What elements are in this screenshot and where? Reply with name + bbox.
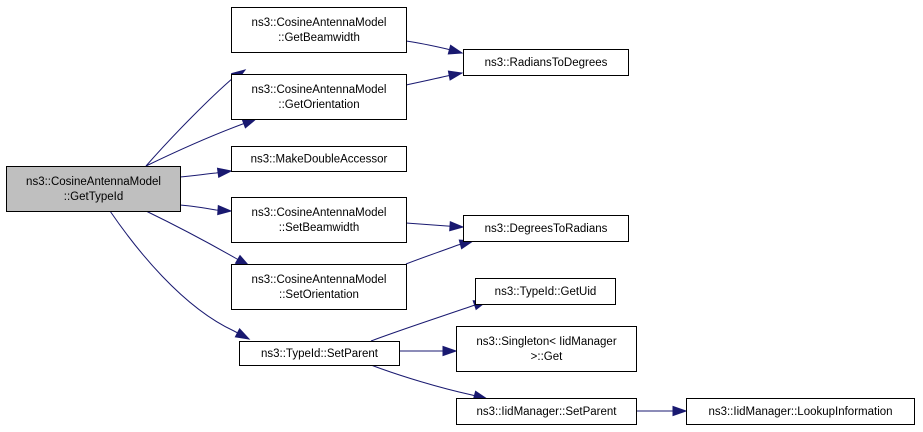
node-label-line: ns3::CosineAntennaModel [26,176,161,188]
node-box [456,398,637,425]
edge-arrowhead [672,405,688,417]
edge-getorientation-to-radianstodegrees [405,70,464,86]
edge-arrowhead [442,345,458,357]
node-label-line: ns3::TypeId::GetUid [495,286,597,298]
node-box [231,74,407,120]
call-graph-edges [109,40,688,417]
edge-setparent-to-iidsetparent [370,364,489,401]
call-graph-nodes: ns3::CosineAntennaModel::GetTypeIdns3::C… [6,7,915,425]
node-box [231,264,407,310]
node-gettypeid[interactable]: ns3::CosineAntennaModel::GetTypeId [6,166,181,212]
node-box [231,146,407,172]
edge-arrowhead [216,167,233,178]
node-getbeamwidth[interactable]: ns3::CosineAntennaModel::GetBeamwidth [231,7,407,53]
node-getorientation[interactable]: ns3::CosineAntennaModel::GetOrientation [231,74,407,120]
node-label-line: ns3::DegreesToRadians [485,223,608,235]
node-box [231,197,407,243]
node-singletonget[interactable]: ns3::Singleton< IidManager >::Get [456,326,637,372]
node-box [231,7,407,53]
edge-line [179,204,232,212]
edge-line [109,210,250,340]
node-label-line: ::GetBeamwidth [278,32,360,44]
node-label-line: ns3::MakeDoubleAccessor [251,154,388,166]
node-degreestoradians[interactable]: ns3::DegreesToRadians [463,215,629,242]
node-box [239,341,400,366]
node-box [456,326,637,372]
edge-line [145,210,250,267]
node-box [463,49,629,76]
edge-gettypeid-to-setparent [109,210,251,340]
edge-arrowhead [234,328,251,340]
node-label-line: ns3::CosineAntennaModel [252,274,387,286]
edge-getbeamwidth-to-radianstodegrees [405,40,464,55]
edge-line [179,170,232,178]
edge-line [370,300,488,342]
edge-gettypeid-to-getbeamwidth [145,69,247,167]
edge-arrowhead [241,118,258,129]
node-label-line: >::Get [531,351,563,363]
node-label-line: ns3::IidManager::LookupInformation [708,406,892,418]
node-label-line: ns3::IidManager::SetParent [477,406,618,418]
edge-gettypeid-to-makedoubleaccessor [179,167,233,178]
edge-gettypeid-to-setbeamwidth [179,204,233,216]
node-box [686,398,915,425]
node-setorientation[interactable]: ns3::CosineAntennaModel::SetOrientation [231,264,407,310]
node-label-line: ns3::TypeId::SetParent [261,348,379,360]
edge-arrowhead [447,44,464,55]
edge-line [405,240,474,265]
node-box [6,166,181,212]
edge-line [145,69,246,167]
node-label-line: ::GetTypeId [64,191,123,203]
edge-line [145,118,257,167]
edge-line [370,364,488,400]
edge-iidsetparent-to-lookupinformation [635,405,688,417]
node-label-line: ns3::RadiansToDegrees [485,57,608,69]
node-label-line: ns3::CosineAntennaModel [252,84,387,96]
edge-line [405,72,463,86]
node-box [475,278,616,305]
edge-arrowhead [217,204,233,216]
node-label-line: ::GetOrientation [278,99,359,111]
node-label-line: ::SetOrientation [279,289,359,301]
node-makedoubleaccessor[interactable]: ns3::MakeDoubleAccessor [231,146,407,172]
node-lookupinformation[interactable]: ns3::IidManager::LookupInformation [686,398,915,425]
node-setbeamwidth[interactable]: ns3::CosineAntennaModel::SetBeamwidth [231,197,407,243]
node-getuid[interactable]: ns3::TypeId::GetUid [475,278,616,305]
edge-line [405,222,464,228]
node-label-line: ::SetBeamwidth [279,222,360,234]
edge-line [405,40,463,54]
node-label-line: ns3::CosineAntennaModel [252,207,387,219]
node-radianstodegrees[interactable]: ns3::RadiansToDegrees [463,49,629,76]
node-box [463,215,629,242]
edge-setparent-to-singletonget [398,345,458,357]
node-setparent[interactable]: ns3::TypeId::SetParent [239,341,400,366]
node-label-line: ns3::Singleton< IidManager [476,336,617,348]
edge-setorientation-to-degreestoradians [405,239,475,265]
edge-arrowhead [449,220,465,232]
node-iidsetparent[interactable]: ns3::IidManager::SetParent [456,398,637,425]
edge-setbeamwidth-to-degreestoradians [405,220,465,232]
node-label-line: ns3::CosineAntennaModel [252,17,387,29]
edge-arrowhead [447,70,464,81]
